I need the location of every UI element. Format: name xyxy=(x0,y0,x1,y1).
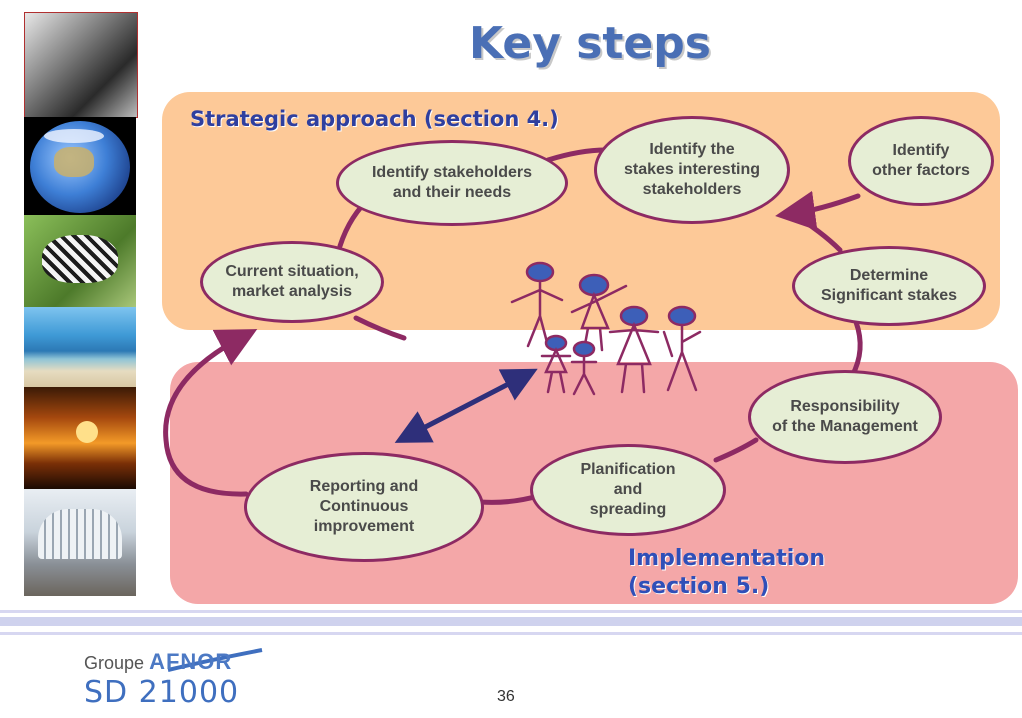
connector-responsibility-to-planification xyxy=(713,437,759,463)
photo-building xyxy=(24,489,136,596)
photo-butterfly xyxy=(24,215,136,307)
double-arrow-center-to-reporting xyxy=(394,368,538,443)
strategic-approach-label: Strategic approach (section 4.) xyxy=(190,107,559,131)
photo-beach xyxy=(24,307,136,387)
logo-swoosh xyxy=(167,648,263,672)
stakeholder-figures xyxy=(510,261,702,396)
connector-determine-to-responsibility xyxy=(849,319,863,379)
photo-oil-pump xyxy=(24,387,136,489)
implementation-label-line1: Implementation xyxy=(628,546,826,571)
loop-arrow-reporting-to-current xyxy=(163,329,258,497)
page-title: Key steps xyxy=(469,18,711,69)
connector-stakes-to-determine xyxy=(787,209,843,253)
photo-children xyxy=(24,12,138,118)
photo-earth xyxy=(24,117,136,215)
logo-afnor: Groupe AFNOR xyxy=(84,649,233,674)
connector-current-to-center xyxy=(353,315,407,341)
implementation-label-line2: (section 5.) xyxy=(628,574,770,599)
logo-sd21000: SD 21000 xyxy=(84,675,240,710)
node-current-situation: Current situation,market analysis xyxy=(200,241,384,323)
page-number: 36 xyxy=(497,688,515,705)
connector-planification-to-reporting xyxy=(477,493,541,505)
connector-other-to-stakes xyxy=(775,190,861,231)
implementation-label: Implementation (section 5.) xyxy=(628,545,825,601)
